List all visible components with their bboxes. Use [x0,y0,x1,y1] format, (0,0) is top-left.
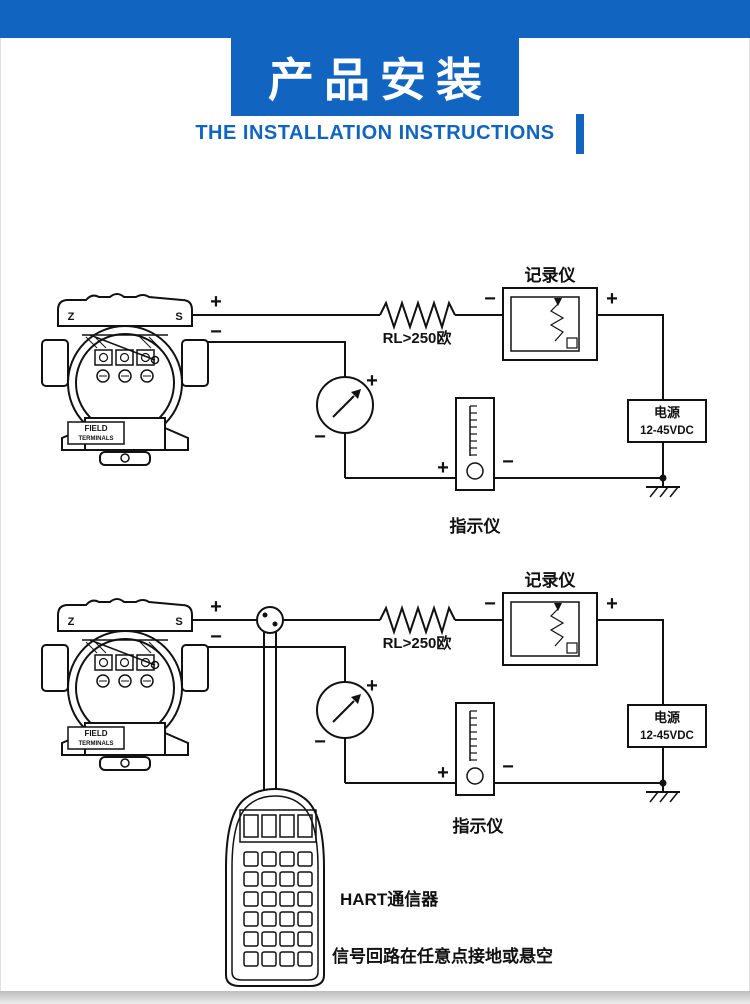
header-accent-bar [576,114,584,154]
resistor-label-bottom: RL>250欧 [383,634,452,652]
transmitter-top [41,293,209,466]
power-label-top-2: 12-45VDC [640,425,694,437]
polarity-signs-bottom: + − − + + − + − [210,593,618,784]
page-subtitle: THE INSTALLATION INSTRUCTIONS [195,122,555,144]
diagram-top: 电源 12-45VDC 记录仪 RL>250欧 指示仪 + − − + + − … [41,266,707,536]
minus-sign: − [314,731,326,753]
wires-bottom [190,619,664,797]
power-label-top-1: 电源 [654,405,680,420]
grounding-note: 信号回路在任意点接地或悬空 [332,946,553,966]
ammeter-top [316,376,374,434]
power-label-bottom-2: 12-45VDC [640,730,694,742]
resistor-symbol [379,299,456,331]
ground-symbol [646,478,680,498]
minus-sign: − [314,426,326,448]
power-supply-top: 电源 12-45VDC [627,399,707,443]
indicator-label-top: 指示仪 [450,516,502,536]
plus-sign: + [606,593,618,615]
minus-sign: − [484,288,496,310]
recorder-label-bottom: 记录仪 [525,571,577,590]
hart-label: HART通信器 [340,889,439,909]
power-supply-bottom: 电源 12-45VDC [627,704,707,748]
plus-sign: + [366,675,378,697]
minus-sign: − [210,321,222,343]
page-title: 产品安装 [268,54,492,106]
bottom-strip [0,991,750,1004]
plus-sign: + [366,370,378,392]
hart-keypad [243,851,313,967]
recorder-bottom [502,592,598,666]
recorder-label-top: 记录仪 [525,266,577,285]
transmitter-bottom [41,598,209,771]
ground-symbol [646,783,680,803]
minus-sign: − [502,756,514,778]
hart-display-segments [243,814,313,838]
wires-top [190,314,664,479]
polarity-signs-top: + − − + + − + − [210,288,618,479]
header-top-bar [0,0,750,38]
hart-junction [256,606,284,634]
plus-sign: + [606,288,618,310]
plus-sign: + [437,762,449,784]
plus-sign: + [210,596,222,618]
hart-display [239,809,317,843]
indicator-bottom [455,702,495,796]
indicator-label-bottom: 指示仪 [453,816,505,836]
minus-sign: − [210,626,222,648]
power-label-bottom-1: 电源 [654,710,680,725]
ammeter-bottom [316,681,374,739]
indicator-top [455,397,495,491]
hart-communicator [225,787,325,987]
page-title-box: 产品安装 [231,38,519,116]
plus-sign: + [437,457,449,479]
minus-sign: − [484,593,496,615]
diagram-bottom: 电源 12-45VDC 记录 [41,571,707,987]
resistor-symbol [379,604,456,636]
minus-sign: − [502,451,514,473]
resistor-label-top: RL>250欧 [383,329,452,347]
plus-sign: + [210,291,222,313]
recorder-top [502,287,598,361]
